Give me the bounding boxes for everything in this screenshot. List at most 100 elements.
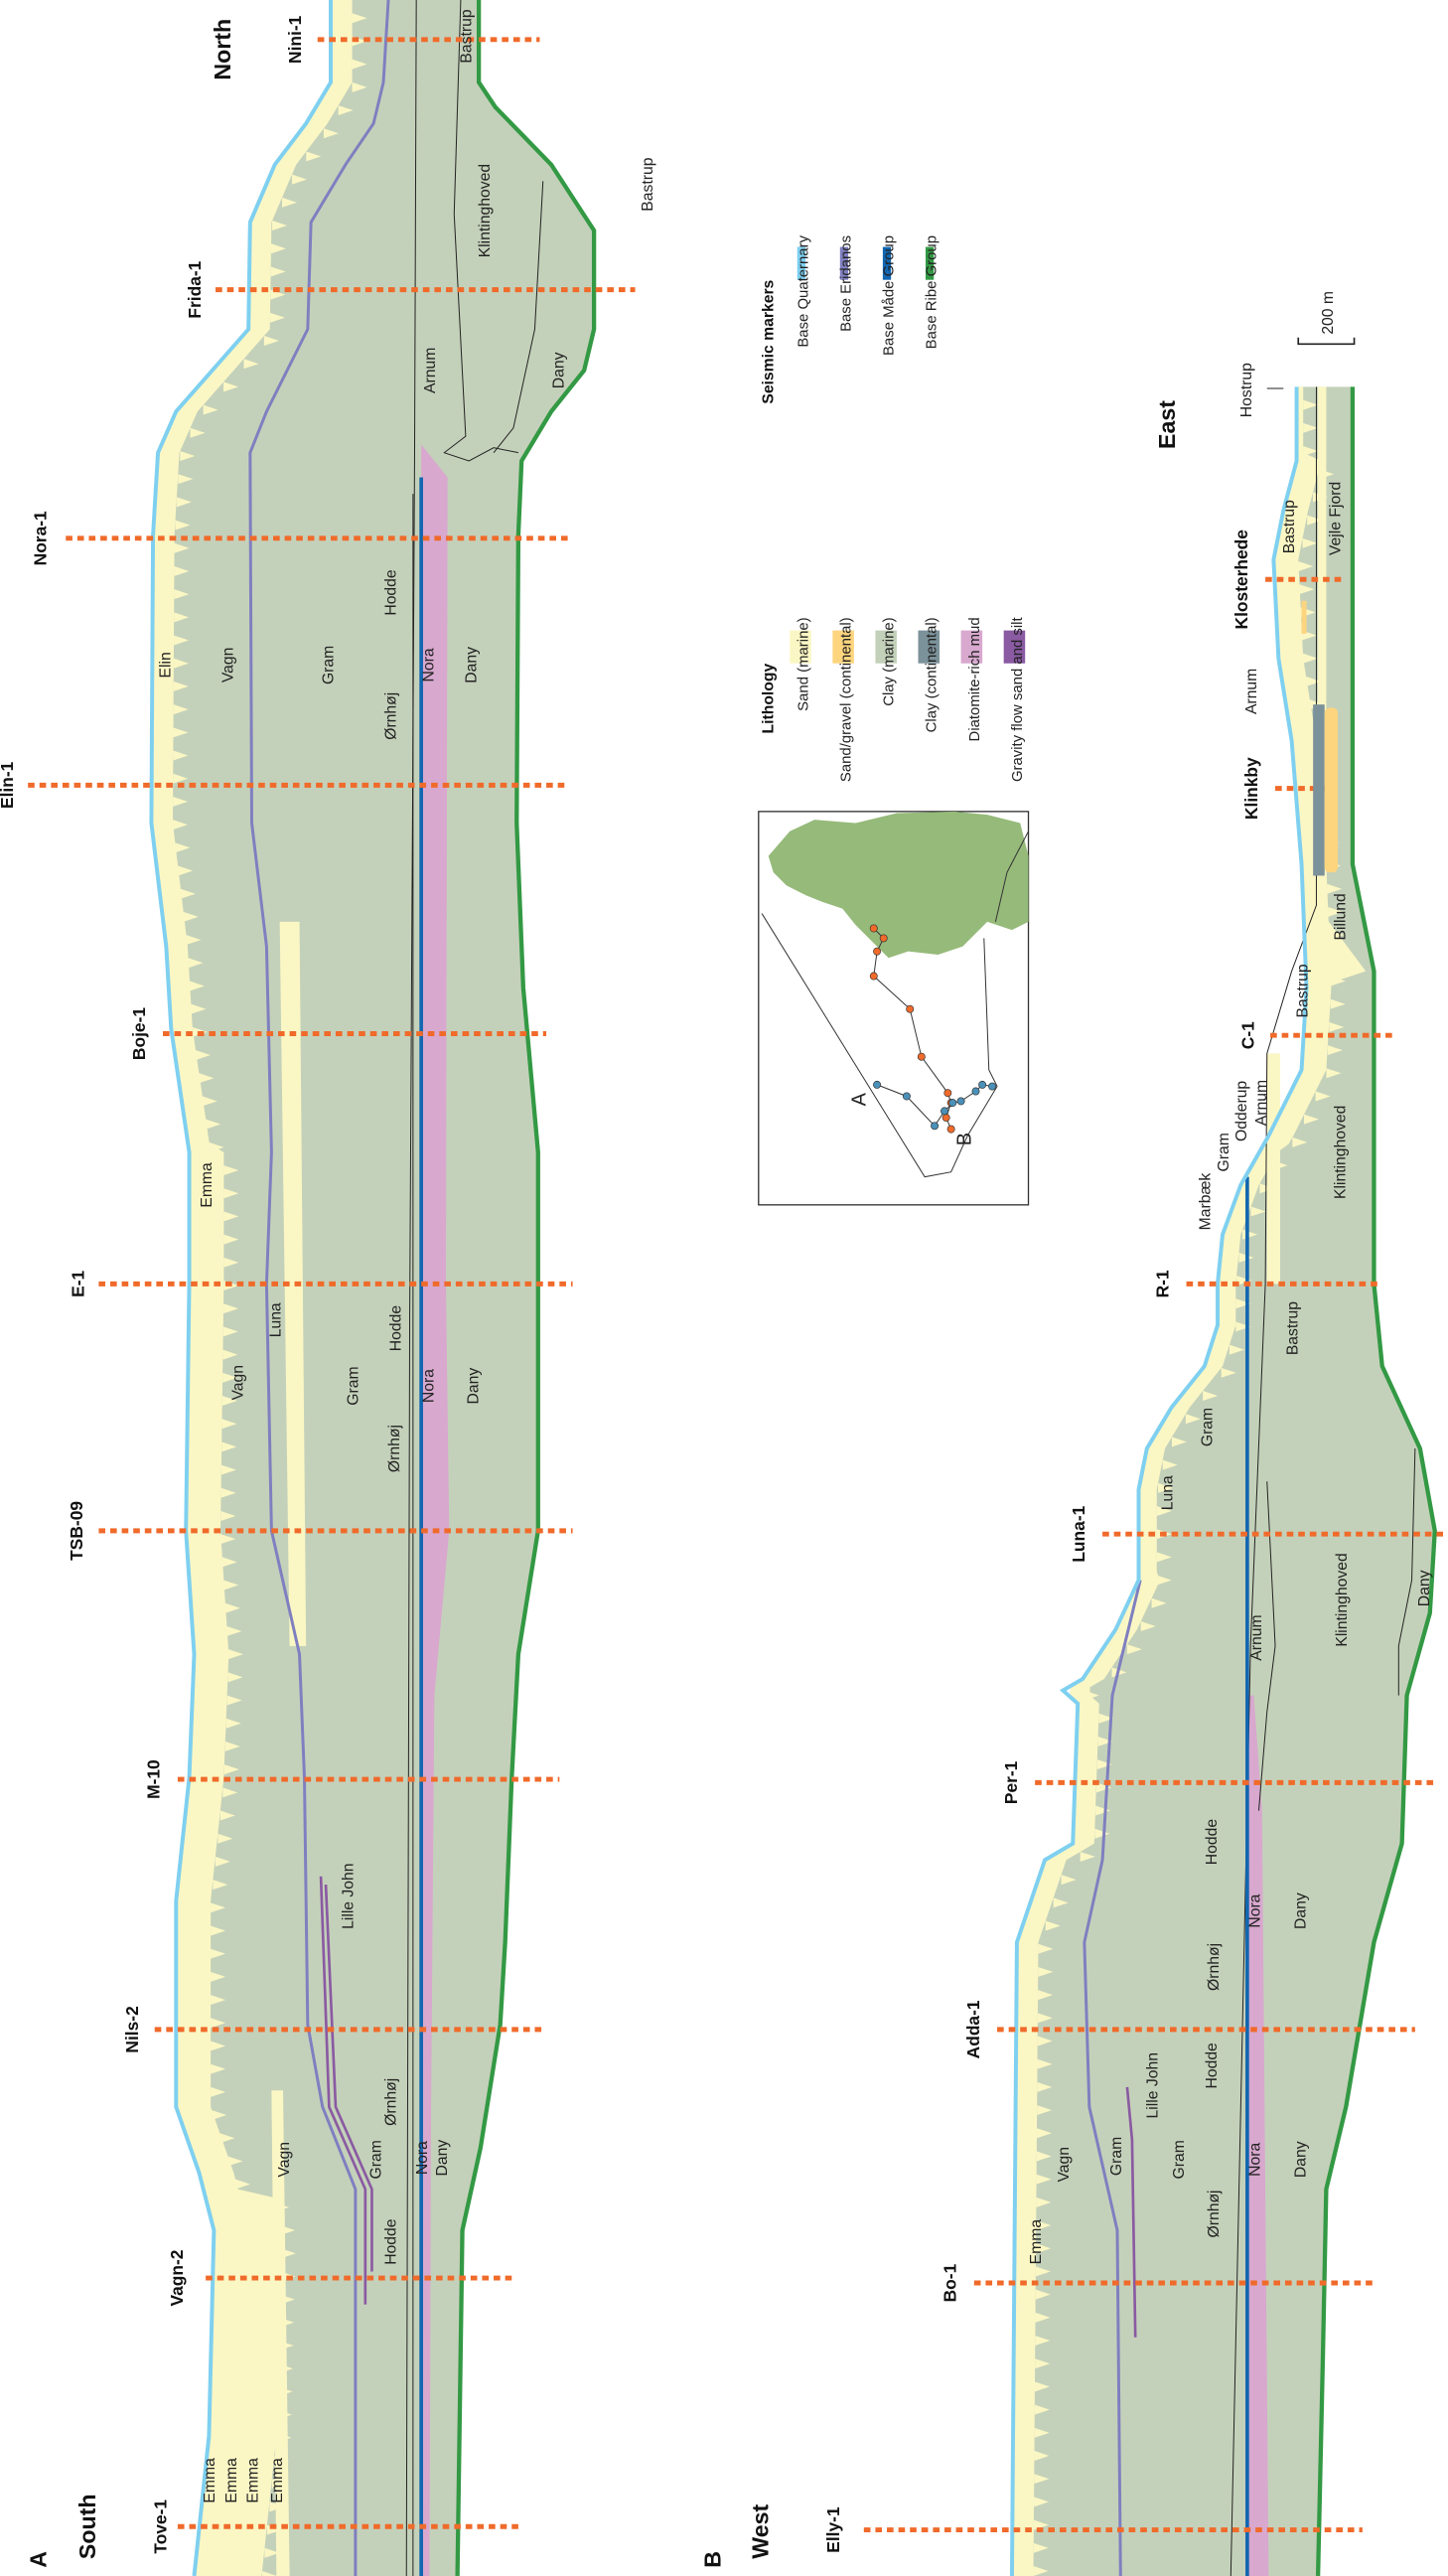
sand-tongue xyxy=(223,1257,239,1268)
sand-tongue xyxy=(227,1672,243,1683)
well-label: Elly-1 xyxy=(823,2506,843,2553)
sand-tongue xyxy=(1038,1943,1054,1954)
sand-tongue xyxy=(274,2201,289,2212)
sand-tongue xyxy=(1235,1298,1251,1309)
sand-tongue xyxy=(1259,1183,1275,1194)
sand-tongue xyxy=(1306,676,1322,686)
sand-marine-body xyxy=(271,2090,290,2576)
location-map: A B xyxy=(758,811,1030,1206)
sand-tongue xyxy=(224,1741,240,1751)
formation-label: Nora xyxy=(1246,2142,1263,2176)
sand-tongue xyxy=(1045,1920,1061,1931)
formation-label: Hostrup xyxy=(1238,363,1255,417)
formation-label: Arnum xyxy=(422,348,439,393)
sand-tongue xyxy=(224,1602,240,1613)
map-well-dot xyxy=(931,1122,940,1131)
formation-label: Vagn xyxy=(276,2142,293,2178)
sand-tongue xyxy=(1038,1966,1054,1977)
sand-tongue xyxy=(186,935,202,946)
sand-tongue xyxy=(206,1119,221,1130)
sand-tongue xyxy=(1035,2312,1051,2323)
diatomite-mud-fill xyxy=(1246,1695,1269,2576)
sand-tongue xyxy=(1327,883,1343,894)
formation-label: Dany xyxy=(464,647,481,683)
sand-tongue xyxy=(1036,2128,1052,2139)
sand-tongue xyxy=(1303,446,1319,456)
sand-tongue xyxy=(219,1810,235,1821)
sand-tongue xyxy=(223,1303,238,1314)
map-route-a xyxy=(873,928,952,1130)
sand-tongue xyxy=(222,1787,238,1798)
formation-label: Emma xyxy=(202,2458,218,2503)
formation-label: Ørnhøj xyxy=(382,2078,399,2126)
map-well-dot xyxy=(946,1125,955,1134)
sand-tongue xyxy=(221,1419,237,1430)
sand-tongue xyxy=(1034,2474,1050,2485)
sand-tongue xyxy=(213,1880,228,1891)
sand-tongue xyxy=(1158,1482,1173,1493)
formation-label: Ørnhøj xyxy=(1206,1943,1223,1991)
formation-label: Nora xyxy=(421,648,438,682)
formation-label: Arnum xyxy=(1248,1614,1265,1660)
sand-gravel-continental-body xyxy=(1324,707,1338,873)
sand-tongue xyxy=(1203,1391,1219,1401)
section-b-west-label: West xyxy=(748,2503,774,2558)
sand-tongue xyxy=(1061,1875,1077,1886)
sand-tongue xyxy=(1095,1782,1111,1793)
formation-label: Odderup xyxy=(1233,1081,1250,1141)
well-label: C-1 xyxy=(1237,1021,1257,1049)
sand-tongue xyxy=(173,796,189,807)
sand-tongue xyxy=(1034,2427,1050,2438)
sand-tongue xyxy=(352,13,367,24)
sand-tongue xyxy=(211,2086,225,2097)
sand-tongue xyxy=(1036,2243,1052,2254)
sand-tongue xyxy=(323,128,339,139)
map-boundary xyxy=(761,831,1029,1178)
sand-tongue xyxy=(180,888,196,899)
sand-tongue xyxy=(1298,561,1314,571)
sand-tongue xyxy=(1053,1897,1069,1908)
formation-label: Ørnhøj xyxy=(382,692,399,740)
formation-boundary-line xyxy=(405,0,417,2576)
map-well-dot xyxy=(956,1097,965,1106)
sand-tongue xyxy=(234,2179,250,2190)
legend-swatch xyxy=(875,630,897,664)
sand-tongue xyxy=(1036,2197,1052,2207)
sand-tongue xyxy=(173,750,189,761)
sand-tongue xyxy=(174,635,189,646)
sand-tongue xyxy=(1329,953,1345,964)
sand-tongue xyxy=(215,1856,230,1867)
map-well-dot xyxy=(917,1052,926,1061)
sand-tongue xyxy=(1037,2036,1053,2046)
sand-tongue xyxy=(202,1096,217,1107)
legend-item-label: Sand/gravel (continental) xyxy=(839,617,855,782)
map-well-dot xyxy=(941,1114,950,1122)
sand-tongue xyxy=(1096,1759,1112,1770)
well-label: Klosterhede xyxy=(1231,530,1251,630)
sand-tongue xyxy=(1272,1160,1288,1171)
sand-tongue xyxy=(211,2018,225,2029)
sand-tongue xyxy=(1035,2336,1051,2347)
sand-tongue xyxy=(223,1764,239,1775)
map-well-dot xyxy=(869,972,878,981)
formation-label: Luna xyxy=(1159,1475,1176,1510)
well-label: E-1 xyxy=(68,1271,87,1297)
map-well-dot xyxy=(978,1080,987,1089)
scale-bar: 200 m xyxy=(1297,291,1356,346)
formation-label: Emma xyxy=(244,2458,261,2503)
formation-label: Gram xyxy=(1199,1408,1216,1446)
sand-tongue xyxy=(1036,2151,1052,2162)
sand-tongue xyxy=(279,2317,295,2328)
sand-tongue xyxy=(271,243,286,254)
sand-tongue xyxy=(1236,1276,1252,1287)
sand-tongue xyxy=(172,820,188,831)
formation-label: Hodde xyxy=(387,1305,404,1352)
sand-tongue xyxy=(1171,1437,1187,1447)
map-well-dot xyxy=(988,1082,997,1091)
sand-tongue xyxy=(276,2409,292,2420)
well-label: M-10 xyxy=(144,1759,164,1799)
clay-continental-body xyxy=(1313,704,1325,876)
sand-tongue xyxy=(174,565,190,576)
sand-tongue xyxy=(338,105,354,116)
sand-tongue xyxy=(279,2294,295,2305)
